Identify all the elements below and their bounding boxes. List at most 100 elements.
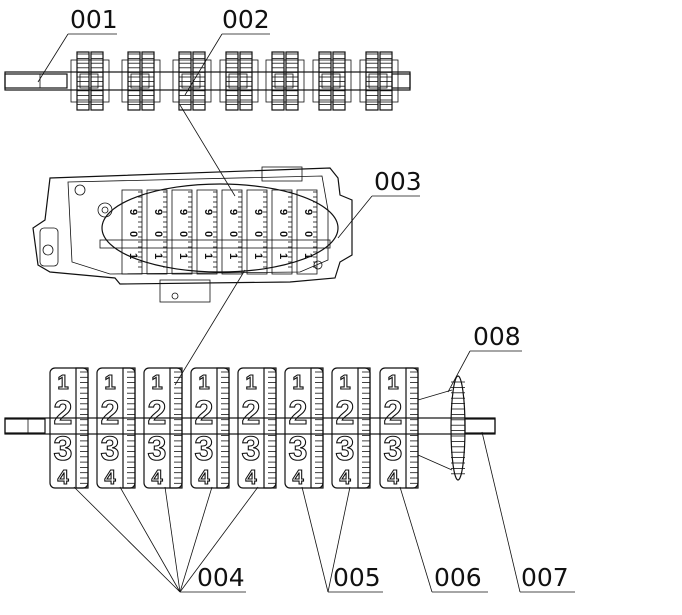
wheel-digit: 1 — [245, 372, 256, 394]
wheel-digit: 2 — [148, 394, 167, 432]
wheel-digit: 4 — [339, 467, 351, 489]
housing-wheel-digit: 0 — [177, 231, 189, 237]
wheel-digit: 2 — [195, 394, 214, 432]
housing-wheel: 9 0 1 — [121, 189, 143, 275]
top-gear — [219, 51, 259, 111]
wheel-digit: 1 — [57, 372, 68, 394]
housing-wheel-digit: 1 — [302, 253, 314, 259]
bottom-shaft-left-end — [4, 418, 46, 434]
housing-wheel-digit: 1 — [277, 253, 289, 259]
housing-wheel: 9 0 1 — [221, 189, 243, 275]
wheel-digit: 2 — [336, 394, 355, 432]
wheel-digit: 2 — [384, 394, 403, 432]
housing-wheel-digit: 0 — [202, 231, 214, 237]
callout-003: 003 — [374, 167, 422, 196]
housing-wheel-digit: 9 — [177, 209, 189, 215]
top-shaft-right-end — [391, 73, 411, 89]
top-gear — [172, 51, 212, 111]
wheel-digit: 3 — [289, 430, 308, 468]
wheel-digit: 4 — [151, 467, 163, 489]
top-gear — [70, 51, 110, 111]
callout-008: 008 — [473, 322, 521, 351]
wheel-digit: 3 — [336, 430, 355, 468]
top-gear — [265, 51, 305, 111]
wheel-digit: 1 — [387, 372, 398, 394]
housing-wheel-digit: 1 — [127, 253, 139, 259]
housing-wheel-digit: 9 — [227, 209, 239, 215]
housing-wheel-digit: 9 — [302, 209, 314, 215]
wheel-digit: 3 — [148, 430, 167, 468]
housing-wheel-digit: 0 — [252, 231, 264, 237]
housing-outline — [32, 167, 353, 285]
wheel-digit: 2 — [242, 394, 261, 432]
housing-wheel: 9 0 1 — [196, 189, 218, 275]
wheel-digit: 1 — [339, 372, 350, 394]
housing-wheel-digit: 0 — [227, 231, 239, 237]
wheel-digit: 1 — [198, 372, 209, 394]
housing-wheel-digit: 0 — [277, 231, 289, 237]
wheel-digit: 3 — [195, 430, 214, 468]
wheel-digit: 2 — [54, 394, 73, 432]
wheel-digit: 1 — [292, 372, 303, 394]
top-gear — [121, 51, 161, 111]
wheel-digit: 1 — [151, 372, 162, 394]
callout-001: 001 — [70, 5, 118, 34]
callout-005: 005 — [333, 563, 381, 592]
top-shaft-left-end — [4, 73, 68, 89]
wheel-digit: 4 — [292, 467, 304, 489]
housing-screw-inner — [97, 202, 113, 218]
housing-wheel-digit: 1 — [227, 253, 239, 259]
wheel-digit: 3 — [54, 430, 73, 468]
housing-mount-hole-left — [42, 244, 54, 256]
housing-screw-right — [313, 260, 323, 270]
housing-wheel-digit: 0 — [127, 231, 139, 237]
wheel-digit: 4 — [57, 467, 69, 489]
housing-wheel: 901 — [146, 189, 168, 275]
housing-wheel-digit: 1 — [202, 253, 214, 259]
callout-007: 007 — [521, 563, 569, 592]
wheel-digit: 3 — [101, 430, 120, 468]
housing-wheel: 9 0 1 — [171, 189, 193, 275]
housing-wheel-digit: 9 — [252, 209, 264, 215]
housing-top-tab — [261, 166, 303, 182]
wheel-digit: 4 — [198, 467, 210, 489]
leader-lines — [37, 33, 575, 593]
housing-wheel-digit: 9 — [152, 209, 164, 215]
housing-wheel-digit: 1 — [177, 253, 189, 259]
top-shaft — [4, 71, 411, 91]
callout-004: 004 — [197, 563, 245, 592]
wheel-digit: 4 — [104, 467, 116, 489]
housing-wheel-digit: 9 — [127, 209, 139, 215]
housing-wheel: 9 0 1 — [271, 189, 293, 275]
housing-bottom-bracket — [159, 279, 211, 303]
housing-wheel: 9 0 1 — [296, 189, 318, 275]
housing-wheel-digit: 9 — [277, 209, 289, 215]
housing-wheel-window — [101, 183, 339, 273]
callout-006: 006 — [434, 563, 482, 592]
wheel-digit: 4 — [245, 467, 257, 489]
top-shaft-assembly — [4, 51, 411, 111]
housing-wheel-digit: 9 — [202, 209, 214, 215]
housing-wheel-digit: 0 — [302, 231, 314, 237]
top-gear — [359, 51, 399, 111]
end-gear-008 — [450, 375, 466, 481]
wheel-digit: 3 — [384, 430, 403, 468]
wheel-digit: 3 — [242, 430, 261, 468]
callout-labels: 001 002 003 008 004 005 006 007 — [70, 5, 569, 592]
housing-screw-top — [74, 184, 86, 196]
wheel-digit: 2 — [101, 394, 120, 432]
wheel-digit: 4 — [387, 467, 399, 489]
housing-wheel-digit: 1 — [252, 253, 264, 259]
housing-wheel: 9 0 1 — [246, 189, 268, 275]
housing-wheel-digit: 1 — [152, 253, 164, 259]
